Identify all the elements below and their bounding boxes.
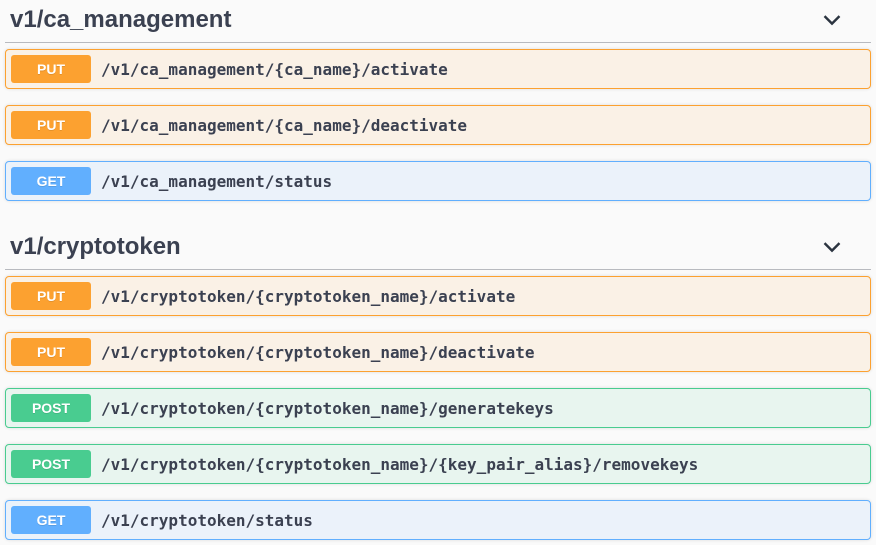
tag-section-ca-management: v1/ca_management PUT /v1/ca_management/{… [5, 2, 871, 201]
operation-row-put-deactivate[interactable]: PUT /v1/cryptotoken/{cryptotoken_name}/d… [5, 332, 871, 372]
tag-header-cryptotoken[interactable]: v1/cryptotoken [5, 217, 871, 270]
operation-path: /v1/cryptotoken/{cryptotoken_name}/gener… [101, 398, 554, 418]
operation-row-post-generatekeys[interactable]: POST /v1/cryptotoken/{cryptotoken_name}/… [5, 388, 871, 428]
section-title: v1/ca_management [10, 6, 232, 33]
tag-header-ca-management[interactable]: v1/ca_management [5, 2, 871, 43]
operation-list: PUT /v1/ca_management/{ca_name}/activate… [5, 49, 871, 201]
operation-path: /v1/cryptotoken/{cryptotoken_name}/{key_… [101, 454, 699, 474]
operation-row-put-activate[interactable]: PUT /v1/ca_management/{ca_name}/activate [5, 49, 871, 89]
method-badge: PUT [11, 282, 91, 310]
operation-path: /v1/cryptotoken/{cryptotoken_name}/activ… [101, 286, 516, 306]
operation-row-put-deactivate[interactable]: PUT /v1/ca_management/{ca_name}/deactiva… [5, 105, 871, 145]
method-badge: PUT [11, 111, 91, 139]
tag-section-cryptotoken: v1/cryptotoken PUT /v1/cryptotoken/{cryp… [5, 217, 871, 540]
chevron-down-icon[interactable] [821, 236, 843, 258]
operation-list: PUT /v1/cryptotoken/{cryptotoken_name}/a… [5, 276, 871, 540]
method-badge: POST [11, 394, 91, 422]
method-badge: PUT [11, 338, 91, 366]
operation-path: /v1/ca_management/status [101, 171, 333, 191]
operation-row-get-status[interactable]: GET /v1/ca_management/status [5, 161, 871, 201]
section-title: v1/cryptotoken [10, 233, 181, 260]
operation-path: /v1/ca_management/{ca_name}/deactivate [101, 115, 468, 135]
chevron-down-icon[interactable] [821, 9, 843, 31]
operation-path: /v1/cryptotoken/{cryptotoken_name}/deact… [101, 342, 535, 362]
operation-path: /v1/cryptotoken/status [101, 510, 313, 530]
method-badge: PUT [11, 55, 91, 83]
operation-row-get-status[interactable]: GET /v1/cryptotoken/status [5, 500, 871, 540]
operation-row-put-activate[interactable]: PUT /v1/cryptotoken/{cryptotoken_name}/a… [5, 276, 871, 316]
method-badge: POST [11, 450, 91, 478]
operation-row-post-removekeys[interactable]: POST /v1/cryptotoken/{cryptotoken_name}/… [5, 444, 871, 484]
method-badge: GET [11, 506, 91, 534]
operation-path: /v1/ca_management/{ca_name}/activate [101, 59, 448, 79]
method-badge: GET [11, 167, 91, 195]
